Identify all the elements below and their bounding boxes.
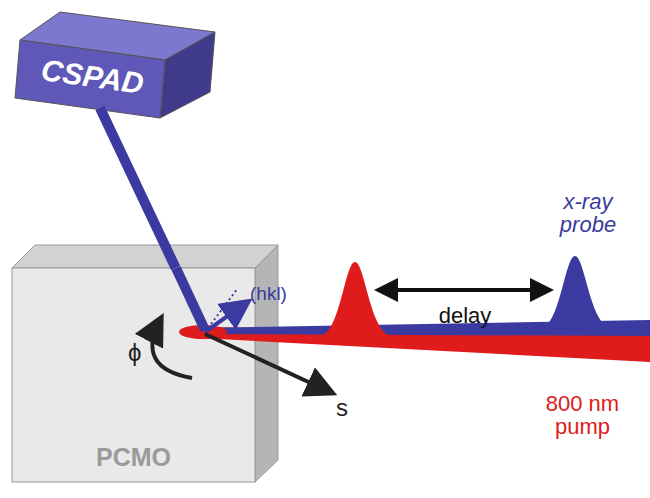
delay-label: delay <box>420 304 510 327</box>
detector-side <box>160 32 215 118</box>
detector-front <box>15 40 165 118</box>
sample-box: PCMO <box>12 268 255 482</box>
pump-pulse <box>320 262 392 336</box>
probe-pulse <box>540 256 612 329</box>
s-vector <box>205 334 330 392</box>
diffracted-beam <box>100 108 176 268</box>
sample-front <box>12 268 255 482</box>
miller-index-label: (hkl) <box>250 284 320 304</box>
node-text: CSPAD <box>39 53 146 101</box>
detector-box: CSPAD <box>22 46 162 108</box>
angle-label: ϕ <box>128 340 158 365</box>
hkl-vector <box>205 303 246 332</box>
vector-label: s <box>336 395 366 420</box>
sample-top <box>12 245 278 268</box>
probe-label: x-ray probe <box>548 190 628 236</box>
phi-rotation-arrow <box>152 320 192 378</box>
node-text: PCMO <box>96 443 171 472</box>
diffracted-beam-inner <box>176 268 205 330</box>
delay-arrow <box>378 288 550 292</box>
pump-label: 800 nm pump <box>520 392 645 438</box>
